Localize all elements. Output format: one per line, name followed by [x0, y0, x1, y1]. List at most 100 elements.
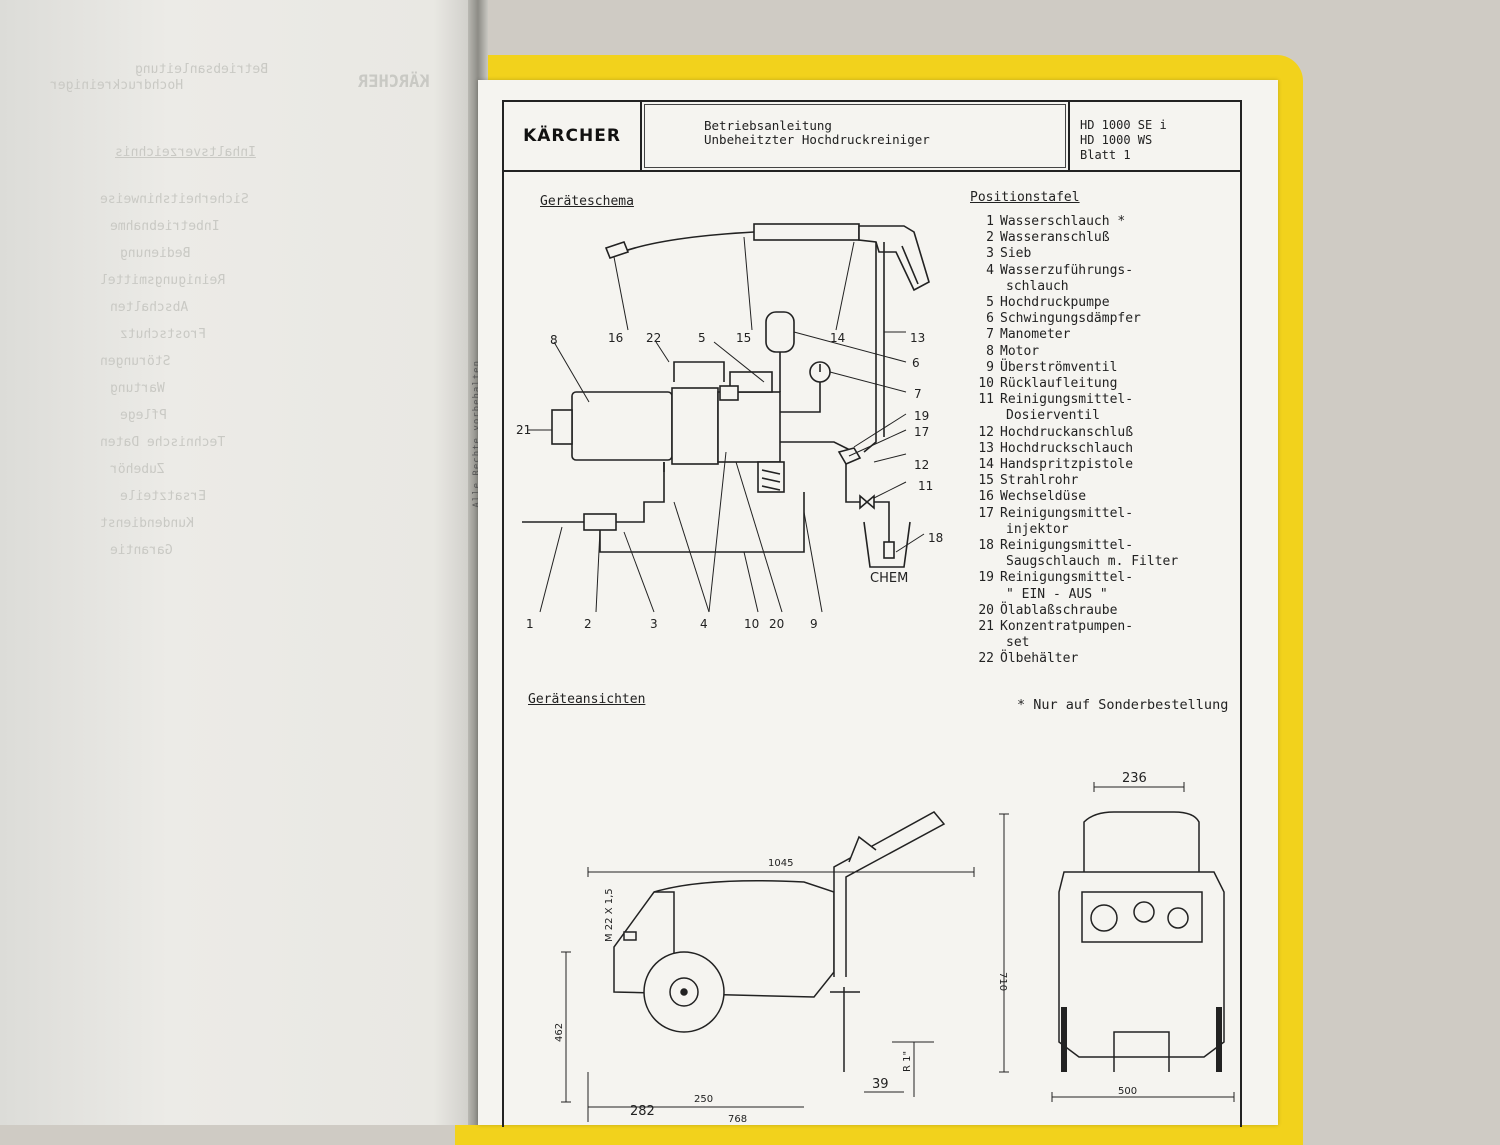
leader-lines [528, 236, 925, 613]
position-number [974, 587, 994, 603]
title-inner-border [644, 104, 1066, 168]
position-number: 15 [978, 473, 994, 489]
side-view-axle [680, 988, 688, 996]
motor-flange [671, 387, 719, 465]
callout-17: 17 [914, 425, 929, 439]
position-text: Wasserzuführungs- [1000, 262, 1134, 278]
callout-9: 9 [810, 617, 818, 631]
dim-bottom-line [587, 1072, 804, 1122]
position-number: 4 [986, 262, 994, 278]
callout-12: 12 [914, 458, 929, 472]
left-toc-item: Störungen [100, 354, 171, 369]
doc-title-line2: Unbeheitzter Hochdruckreiniger [704, 132, 930, 147]
position-text: Manometer [1000, 327, 1071, 343]
position-number: 1 [986, 214, 994, 229]
position-text: Motor [1000, 343, 1040, 359]
hd-hose [863, 242, 877, 453]
position-number: 18 [978, 538, 994, 554]
callout-14: 14 [830, 331, 845, 345]
dim-height-total: 710 [997, 972, 1008, 991]
left-toc-item: Zubehör [110, 462, 165, 477]
position-text: " EIN - AUS " [1006, 586, 1108, 602]
callout-10: 10 [744, 617, 759, 631]
overflow-valve [757, 461, 785, 493]
return-line [599, 492, 805, 553]
dosing-valve [859, 494, 875, 510]
position-item: " EIN - AUS " [974, 587, 1178, 603]
feed-hose [616, 462, 665, 523]
position-text: Rücklaufleitung [1000, 376, 1118, 392]
doc-title-line1: Betriebsanleitung [704, 118, 832, 133]
side-view-gun-holder [848, 835, 877, 863]
callout-8: 8 [550, 333, 558, 347]
position-number: 16 [978, 489, 994, 505]
position-text: Hochdruckschlauch [1000, 440, 1134, 456]
dim-500: 500 [1118, 1086, 1137, 1097]
callout-20: 20 [769, 617, 784, 631]
callout-16: 16 [608, 331, 623, 345]
callout-1: 1 [526, 617, 534, 631]
position-text: Ölbehälter [1000, 651, 1079, 667]
nozzle-shape [604, 241, 630, 259]
dim-282: 282 [630, 1104, 655, 1119]
side-view-handle [833, 811, 946, 977]
left-toc-item: Kundendienst [100, 516, 194, 531]
left-toc-item: Pflege [120, 408, 167, 423]
position-number: 2 [986, 230, 994, 246]
position-text: Strahlrohr [1000, 473, 1079, 489]
position-item: schlauch [974, 279, 1178, 295]
dim-body-line [561, 951, 571, 1103]
position-text: Reinigungsmittel- [1000, 570, 1134, 586]
gun-trigger [901, 245, 919, 285]
dim-39: 39 [872, 1077, 889, 1092]
position-text: Reinigungsmittel- [1000, 538, 1134, 554]
motor-cap [551, 409, 573, 445]
model-line1: HD 1000 SE i [1080, 118, 1167, 132]
logo-cell: KÄRCHER [504, 102, 642, 170]
callout-22: 22 [646, 331, 661, 345]
position-text: schlauch [1006, 278, 1069, 294]
position-number: 21 [978, 619, 994, 635]
gauge-pipe [780, 364, 821, 413]
position-number: 3 [986, 246, 994, 262]
position-item: 18 Reinigungsmittel- [974, 538, 1178, 554]
dim-236-line [1093, 782, 1185, 792]
left-toc-item: Garantie [110, 543, 173, 558]
model-cell: HD 1000 SE i HD 1000 WS Blatt 1 [1070, 102, 1240, 170]
left-toc-item: Bedienung [120, 246, 191, 261]
dim-r: R 1" [902, 1051, 913, 1072]
position-text: Saugschlauch m. Filter [1006, 554, 1179, 570]
front-view-dial-3 [1167, 907, 1189, 929]
callout-15: 15 [736, 331, 751, 345]
spray-gun [858, 225, 930, 292]
dim-length: 1045 [768, 858, 793, 869]
left-header-a: Betriebsanleitung [135, 62, 269, 77]
callout-3: 3 [650, 617, 658, 631]
callout-5: 5 [698, 331, 706, 345]
position-text: injektor [1006, 521, 1069, 537]
dim-768: 768 [728, 1114, 747, 1125]
position-item: Saugschlauch m. Filter [974, 554, 1178, 570]
callout-7: 7 [914, 387, 922, 401]
side-view-fitting [623, 931, 637, 941]
position-number [974, 279, 994, 295]
position-number: 9 [986, 359, 994, 375]
position-text: Hochdruckpumpe [1000, 295, 1110, 311]
schematic-diagram: 16 15 14 13 22 5 8 6 7 21 19 17 12 11 18… [516, 223, 943, 631]
front-view-panel [1081, 891, 1203, 943]
dim-r-line [892, 1041, 934, 1097]
callout-18: 18 [928, 531, 943, 545]
position-number: 14 [978, 457, 994, 473]
valve-spring [761, 469, 781, 491]
front-view-wheels [1061, 1007, 1222, 1072]
